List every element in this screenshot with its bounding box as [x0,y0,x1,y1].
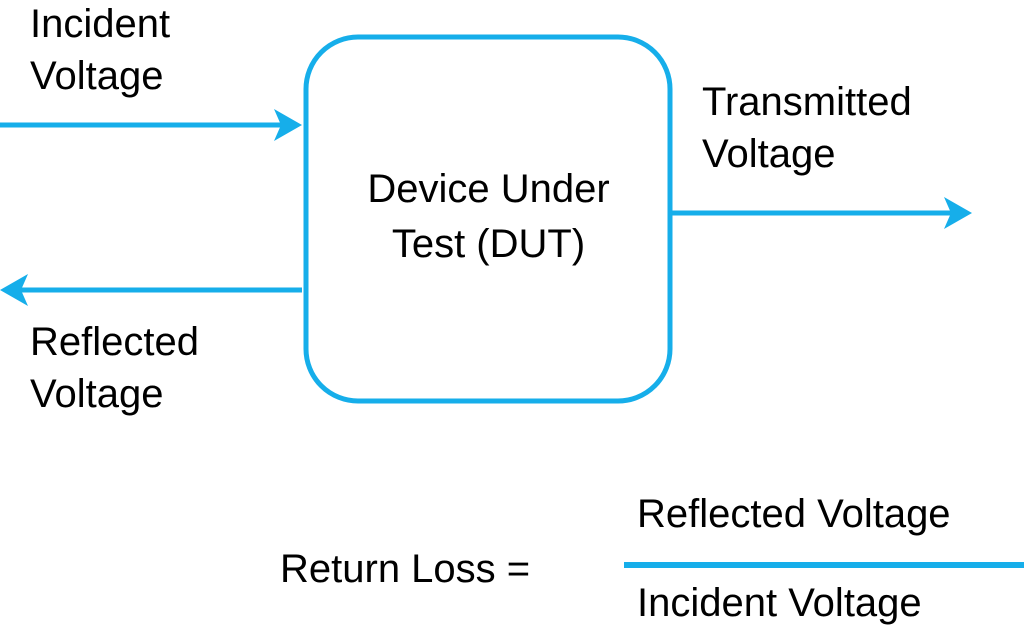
transmitted-label-line2: Voltage [702,132,836,176]
formula-denominator: Incident Voltage [637,581,922,625]
dut-label: Device Under Test (DUT) [305,162,672,272]
dut-box [303,34,673,404]
reflected-arrow-head [0,274,28,306]
incident-arrow-head [274,109,302,141]
transmitted-label-line1: Transmitted [702,80,912,124]
formula-numerator: Reflected Voltage [637,492,951,536]
incident-label-line1: Incident [30,2,171,46]
formula-lhs: Return Loss = [280,547,531,591]
transmitted-arrow-head [944,197,972,229]
incident-label-line2: Voltage [30,54,164,98]
dut-label-line2: Test (DUT) [391,222,586,266]
reflected-label-line2: Voltage [30,372,164,416]
dut-label-line1: Device Under [367,167,610,211]
reflected-label-line1: Reflected [30,320,199,364]
